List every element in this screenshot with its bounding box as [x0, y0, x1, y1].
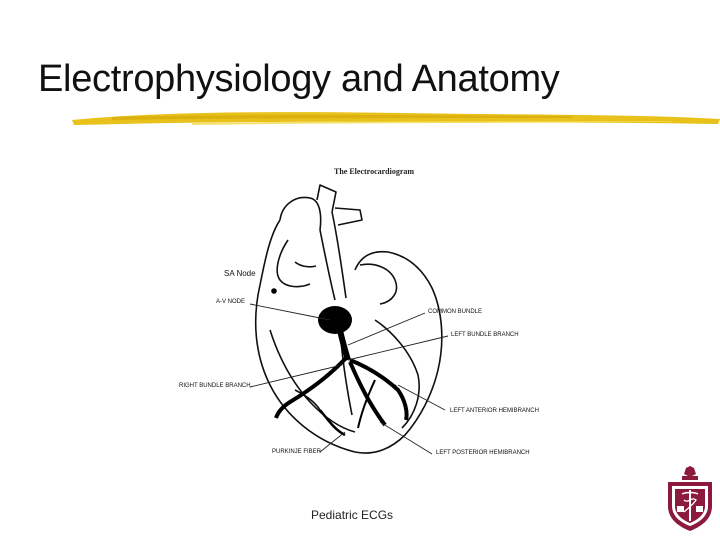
slide-footer: Pediatric ECGs: [311, 508, 394, 522]
title-underline: [72, 112, 720, 125]
leader-lines: [249, 303, 449, 455]
label-av-node: A-V NODE: [216, 299, 245, 305]
label-left-bundle-branch: LEFT BUNDLE BRANCH: [451, 332, 519, 338]
university-crest-icon: [668, 466, 712, 531]
label-purkinje-fiber: PURKINJE FIBER: [272, 449, 322, 455]
conduction-system: [271, 288, 409, 437]
diagram-labels: SA Node A-V NODE COMMON BUNDLE LEFT BUND…: [179, 269, 539, 456]
label-left-posterior-hemibranch: LEFT POSTERIOR HEMIBRANCH: [436, 450, 530, 456]
label-left-anterior-hemibranch: LEFT ANTERIOR HEMIBRANCH: [450, 408, 539, 414]
label-common-bundle: COMMON BUNDLE: [428, 309, 482, 315]
heart-conduction-diagram: SA Node A-V NODE COMMON BUNDLE LEFT BUND…: [179, 184, 539, 456]
slide-title: Electrophysiology and Anatomy: [38, 58, 560, 100]
figure-caption: The Electrocardiogram: [334, 167, 415, 176]
label-sa-node: SA Node: [224, 269, 256, 278]
label-right-bundle-branch: RIGHT BUNDLE BRANCH: [179, 383, 251, 389]
